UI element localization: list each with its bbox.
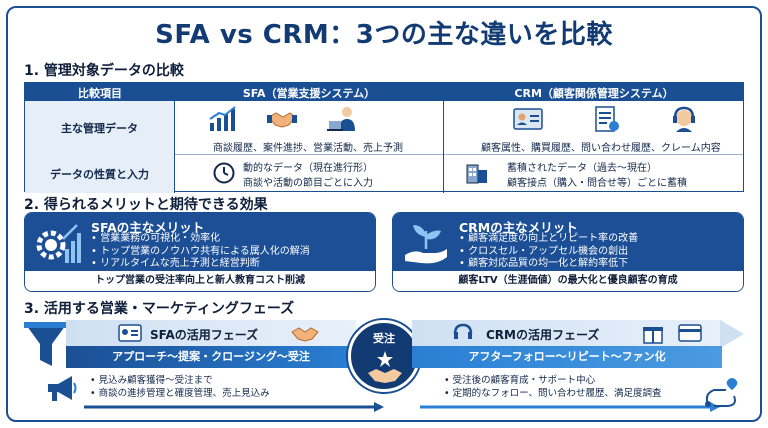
crm-data-text: 顧客属性、購買履歴、問い合わせ履歴、クレーム内容	[481, 143, 721, 154]
sfa-data-text: 商談履歴、案件進捗、営業活動、売上予測	[213, 143, 403, 154]
crm-nature-line1: 蓄積されたデータ（過去〜現在）	[507, 163, 657, 174]
row-label-data: 主な管理データ	[25, 101, 175, 155]
megaphone-icon	[48, 376, 77, 401]
sfa-merit-panel: SFAの主なメリット 営業業務の可視化・効率化 トップ営業のノウハウ共有による属…	[25, 213, 375, 271]
section3-heading: 3. 活用する営業・マーケティングフェーズ	[24, 301, 295, 317]
header-item: 比較項目	[78, 87, 122, 100]
page-title: SFA vs CRM：3つの主な違いを比較	[155, 20, 613, 50]
list-item: クロスセル・アップセル機会の創出	[459, 246, 638, 259]
table-row: 主な管理データ 商談履歴、案件進捗、営業活動、売上予測	[25, 101, 743, 155]
section1-heading: 1. 管理対象データの比較	[24, 63, 184, 79]
plant-in-hand-icon	[405, 225, 447, 264]
list-item: 受注後の顧客育成・サポート中心	[444, 374, 662, 387]
sfa-merit-title: SFAの主なメリット	[91, 220, 205, 235]
crm-merit-panel: CRMの主なメリット 顧客満足度の向上とリピート率の改善 クロスセル・アップセル…	[393, 213, 743, 271]
sfa-nature-line2: 商談や活動の節目ごとに入力	[243, 178, 373, 189]
crm-icons	[513, 105, 699, 133]
row-label-nature: データの性質と入力	[25, 155, 175, 193]
order-label: 受注	[373, 332, 395, 345]
column-divider	[443, 101, 444, 193]
list-item: 商談の進捗管理と確度管理、売上見込み	[90, 387, 270, 400]
id-card-icon	[513, 108, 543, 130]
sfa-nature-line1: 動的なデータ（現在進行形）	[243, 163, 373, 174]
list-item: 営業業務の可視化・効率化	[91, 233, 310, 246]
header-sfa: SFA（営業支援システム）	[242, 87, 376, 100]
order-milestone: 受注	[348, 320, 420, 392]
purchase-document-icon	[595, 106, 619, 132]
crm-merit-card: CRMの主なメリット 顧客満足度の向上とリピート率の改善 クロスセル・アップセル…	[392, 212, 744, 292]
arrow-head-icon	[720, 320, 744, 348]
table-row: データの性質と入力 動的なデータ（現在進行形） 商談や活動の節目ごとに入力 蓄積…	[25, 155, 743, 193]
list-item: リアルタイムな売上予測と経営判断	[91, 258, 310, 271]
support-headset-icon	[673, 106, 695, 132]
crm-merit-list: 顧客満足度の向上とリピート率の改善 クロスセル・アップセル機会の創出 顧客対応品…	[459, 233, 638, 271]
crm-merit-footer: 顧客LTV（生涯価値）の最大化と優良顧客の育成	[393, 271, 743, 291]
crm-phase-bullets: 受注後の顧客育成・サポート中心 定期的なフォロー、問い合わせ履歴、満足度調査	[444, 374, 662, 400]
funnel-icon	[24, 322, 68, 366]
gear-growth-icon	[36, 224, 81, 263]
sfa-timeline-arrow	[84, 402, 384, 412]
list-item: 定期的なフォロー、問い合わせ履歴、満足度調査	[444, 387, 662, 400]
clock-icon	[213, 162, 235, 184]
header-crm: CRM（顧客関係管理システム）	[514, 87, 674, 100]
sfa-merit-footer: トップ営業の受注率向上と新人教育コスト削減	[25, 271, 375, 291]
handshake-icon	[267, 112, 297, 128]
crm-flow-band: アフターフォロー〜リピート〜ファン化	[412, 346, 722, 368]
cycle-heart-icon	[705, 378, 738, 407]
list-item: 顧客満足度の向上とリピート率の改善	[459, 233, 638, 246]
crm-timeline-arrow	[420, 402, 720, 412]
crm-merit-title: CRMの主なメリット	[459, 220, 578, 235]
sfa-icons	[207, 105, 357, 133]
section2-heading: 2. 得られるメリットと期待できる効果	[24, 197, 268, 213]
comparison-table: 比較項目 SFA（営業支援システム） CRM（顧客関係管理システム） 主な管理デ…	[24, 82, 744, 193]
gift-box-icon	[643, 327, 663, 344]
crm-phase-label: CRMの活用フェーズ	[486, 328, 600, 342]
sfa-merit-card: SFAの主なメリット 営業業務の可視化・効率化 トップ営業のノウハウ共有による属…	[24, 212, 376, 292]
handshake-icon	[291, 327, 319, 342]
handshake-star-icon	[368, 351, 402, 383]
list-item: トップ営業のノウハウ共有による属人化の解消	[91, 246, 310, 259]
sfa-flow-band: アプローチ〜提案・クロージング〜受注	[66, 346, 356, 368]
sfa-phase-label: SFAの活用フェーズ	[150, 328, 259, 342]
list-item: 顧客対応品質の均一化と解約率低下	[459, 258, 638, 271]
growth-chart-icon	[209, 106, 236, 131]
credit-card-icon	[678, 324, 702, 342]
contact-card-icon	[118, 324, 142, 342]
support-headset-icon	[453, 323, 473, 339]
table-header-row: 比較項目 SFA（営業支援システム） CRM（顧客関係管理システム）	[25, 83, 743, 101]
businessman-laptop-icon	[327, 107, 355, 131]
crm-nature-line2: 顧客接点（購入・問合せ等）ごとに蓄積	[507, 178, 687, 189]
list-item: 見込み顧客獲得〜受注まで	[90, 374, 270, 387]
building-database-icon	[466, 164, 487, 184]
sfa-merit-list: 営業業務の可視化・効率化 トップ営業のノウハウ共有による属人化の解消 リアルタイ…	[91, 233, 310, 271]
sfa-phase-bullets: 見込み顧客獲得〜受注まで 商談の進捗管理と確度管理、売上見込み	[90, 374, 270, 400]
